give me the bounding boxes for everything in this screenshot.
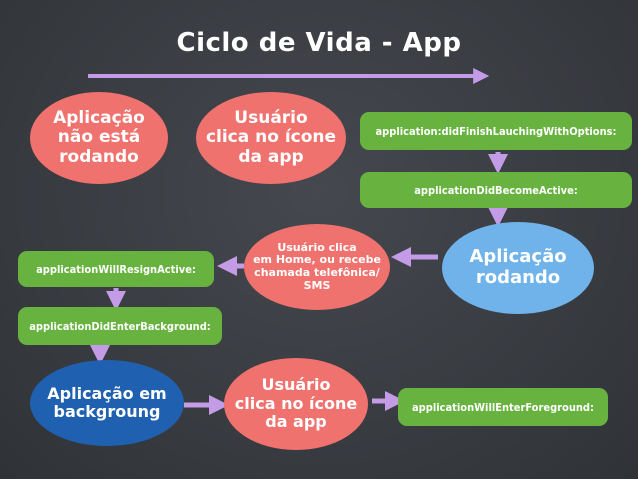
node-background: Aplicação em backgroung	[30, 360, 184, 446]
node-running: Aplicação rodando	[442, 222, 594, 314]
box-did-finish-launching: application:didFinishLauchingWithOptions…	[360, 112, 632, 150]
node-not-running: Aplicação não está rodando	[30, 92, 168, 184]
box-did-enter-background: applicationDidEnterBackground:	[18, 307, 222, 345]
box-will-resign-active: applicationWillResignActive:	[18, 251, 214, 287]
node-user-tap-icon-top: Usuário clica no ícone da app	[196, 92, 346, 184]
slide-title: Ciclo de Vida - App	[176, 28, 462, 58]
box-did-become-active: applicationDidBecomeActive:	[360, 172, 632, 208]
box-will-enter-foreground: applicationWillEnterForeground:	[398, 388, 608, 426]
node-user-home-or-call: Usuário clica em Home, ou recebe chamada…	[244, 224, 390, 310]
node-user-tap-icon-bottom: Usuário clica no ícone da app	[224, 358, 368, 450]
